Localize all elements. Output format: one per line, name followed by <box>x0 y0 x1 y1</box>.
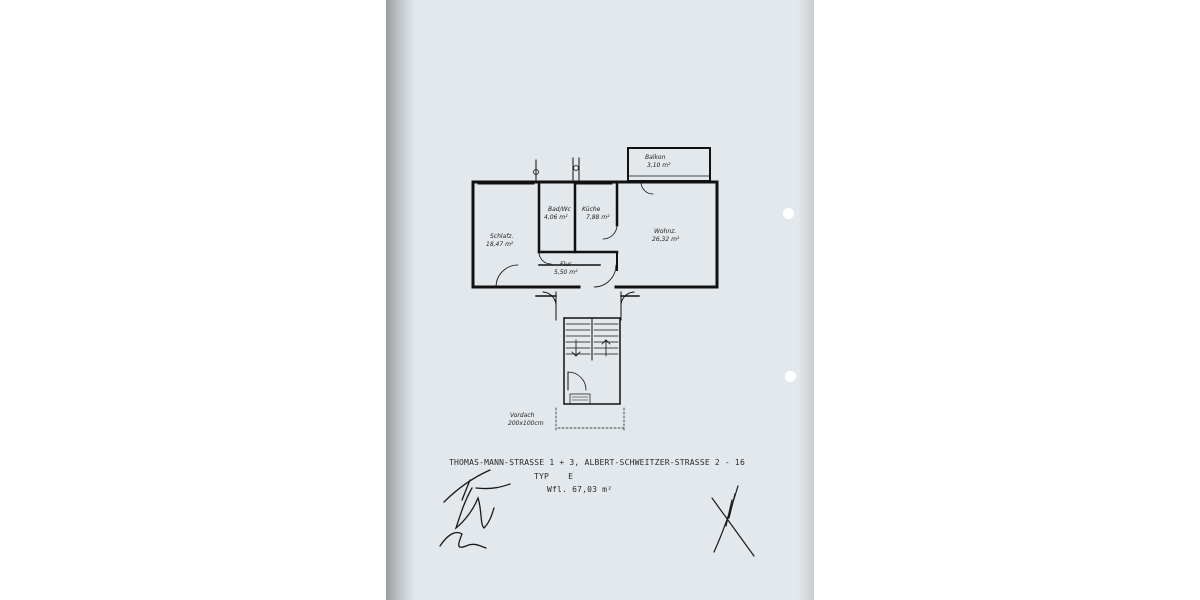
room-area-hall: 5,50 m² <box>554 269 578 276</box>
room-label-living: Wohnz. <box>654 228 676 235</box>
address-line: THOMAS-MANN-STRASSE 1 + 3, ALBERT-SCHWEI… <box>449 458 745 467</box>
room-label-bath: Bad/Wc <box>548 206 572 213</box>
room-area-living: 26,32 m² <box>652 236 680 243</box>
signature-left <box>439 469 511 549</box>
room-area-balcony: 3,10 m² <box>647 162 671 169</box>
scanned-document-page: Balkon 3,10 m² Bad/Wc 4,06 m² Küche 7,88… <box>386 0 814 600</box>
scan-shadow-left <box>386 0 416 600</box>
room-label-bedroom: Schlafz. <box>490 233 514 240</box>
living-area: Wfl. 67,03 m² <box>547 485 613 494</box>
room-area-bath: 4,06 m² <box>544 214 568 221</box>
canopy-label: Vordach <box>510 412 535 419</box>
type-label: TYP <box>534 472 550 481</box>
punch-hole-top <box>783 208 794 219</box>
room-label-balcony: Balkon <box>645 154 666 161</box>
room-label-kitchen: Küche <box>582 206 601 213</box>
type-value: E <box>568 472 574 481</box>
scan-shadow-right <box>798 0 814 600</box>
floor-plan: Balkon 3,10 m² Bad/Wc 4,06 m² Küche 7,88… <box>439 147 755 557</box>
room-area-bedroom: 18,47 m² <box>486 241 514 248</box>
room-label-hall: Flur <box>560 261 572 268</box>
punch-hole-bottom <box>785 371 796 382</box>
room-area-kitchen: 7,88 m² <box>586 214 610 221</box>
canopy-size: 200x100cm <box>508 420 544 427</box>
signature-right <box>711 485 755 557</box>
